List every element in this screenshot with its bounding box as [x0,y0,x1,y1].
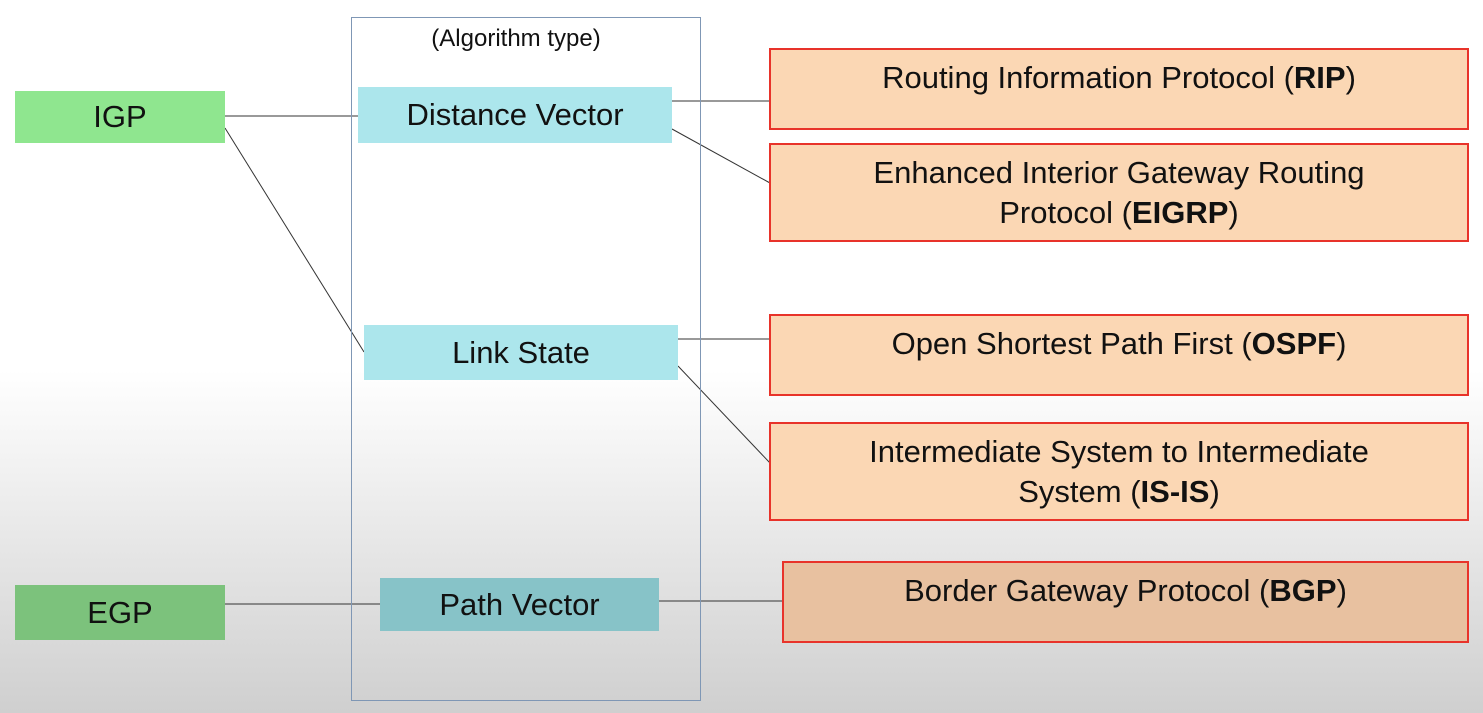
isis-name-line2: System ( [1018,474,1141,509]
ospf-close: ) [1336,326,1347,361]
egp-label: EGP [87,594,153,630]
link-state-box: Link State [364,325,678,380]
bgp-name: Border Gateway Protocol ( [904,573,1270,608]
ospf-name: Open Shortest Path First ( [891,326,1252,361]
path-vector-box: Path Vector [380,578,659,631]
link-state-label: Link State [452,334,590,370]
igp-label: IGP [93,99,147,134]
rip-name: Routing Information Protocol ( [882,60,1294,95]
rip-abbr: RIP [1293,60,1346,95]
algorithm-type-panel [351,17,701,701]
rip-box: Routing Information Protocol (RIP) [769,48,1469,130]
rip-text: Routing Information Protocol (RIP) [882,58,1356,98]
ospf-box: Open Shortest Path First (OSPF) [769,314,1469,396]
eigrp-close: ) [1228,195,1239,230]
eigrp-text: Enhanced Interior Gateway Routing Protoc… [873,153,1364,233]
isis-box: Intermediate System to Intermediate Syst… [769,422,1469,521]
algorithm-type-title: (Algorithm type) [431,25,601,52]
eigrp-name-line1: Enhanced Interior Gateway Routing [873,155,1365,190]
ospf-text: Open Shortest Path First (OSPF) [892,324,1347,364]
eigrp-box: Enhanced Interior Gateway Routing Protoc… [769,143,1469,242]
bgp-box: Border Gateway Protocol (BGP) [782,561,1469,643]
isis-text: Intermediate System to Intermediate Syst… [869,432,1369,512]
eigrp-name-line2: Protocol ( [999,195,1132,230]
igp-box: IGP [15,91,225,143]
rip-close: ) [1345,60,1356,95]
eigrp-abbr: EIGRP [1131,195,1229,230]
bgp-abbr: BGP [1269,573,1337,608]
isis-abbr: IS-IS [1140,474,1210,509]
bgp-text: Border Gateway Protocol (BGP) [904,571,1347,611]
ospf-abbr: OSPF [1251,326,1337,361]
distance-vector-box: Distance Vector [358,87,672,143]
distance-vector-label: Distance Vector [406,97,624,132]
distance-vector-to-eigrp-line [671,128,771,184]
igp-to-link-state-line [224,127,365,353]
isis-close: ) [1209,474,1220,509]
link-state-to-isis-line [677,365,771,464]
isis-name-line1: Intermediate System to Intermediate [869,434,1369,469]
egp-box: EGP [15,585,225,640]
bgp-close: ) [1336,573,1347,608]
path-vector-label: Path Vector [439,586,600,622]
